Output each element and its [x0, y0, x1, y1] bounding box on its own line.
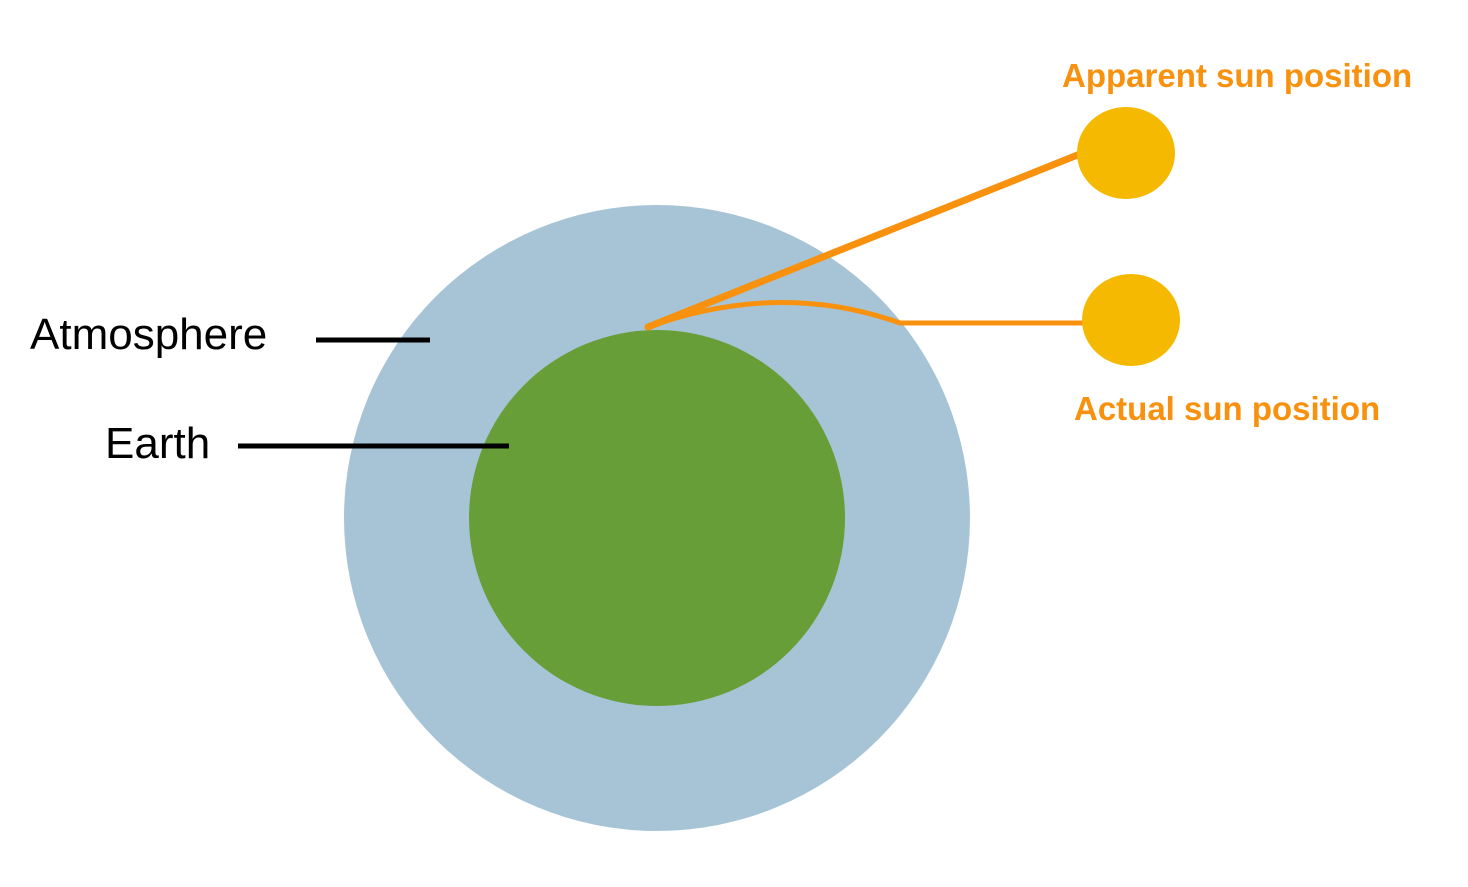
apparent-sun	[1077, 107, 1175, 199]
apparent-sun-label: Apparent sun position	[1062, 57, 1412, 94]
earth-label: Earth	[105, 419, 210, 468]
actual-sun-ray	[647, 299, 1086, 330]
atmosphere-label: Atmosphere	[30, 310, 267, 359]
actual-sun-label: Actual sun position	[1074, 390, 1380, 427]
actual-sun	[1082, 274, 1180, 366]
earth-circle	[469, 330, 845, 706]
apparent-sun-ray	[644, 150, 1084, 331]
